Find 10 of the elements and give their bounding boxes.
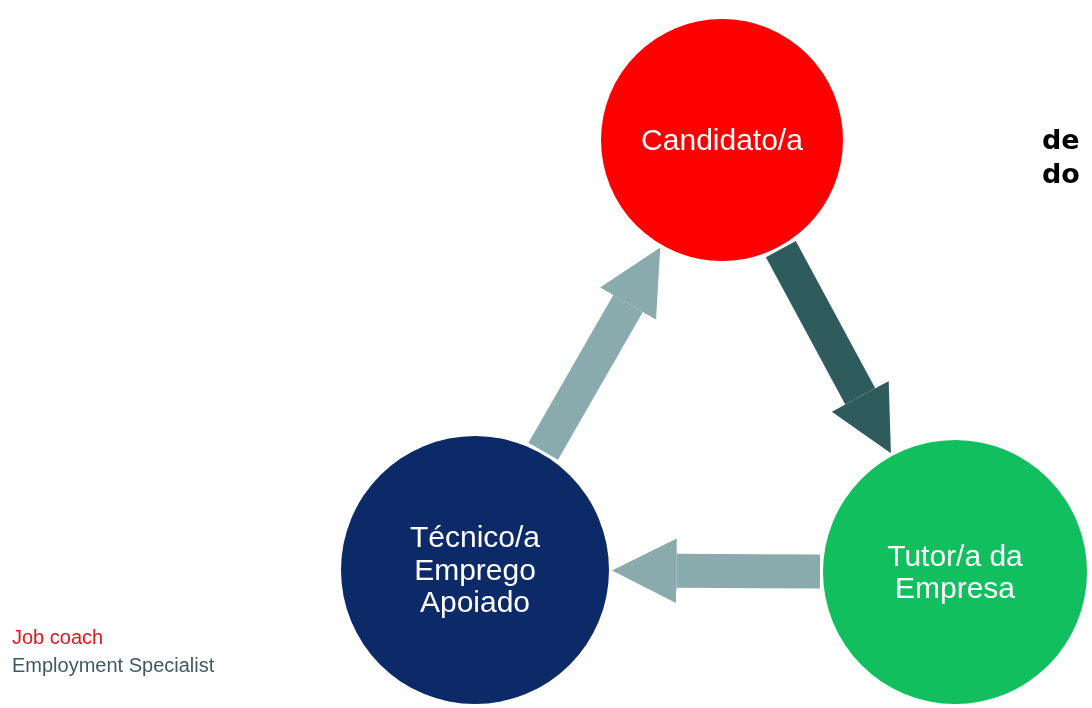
text-label: Job coach bbox=[12, 626, 104, 649]
text-label: do bbox=[1042, 158, 1080, 189]
node-label: Tutor/a da Empresa bbox=[886, 539, 1024, 605]
block-arrow bbox=[528, 247, 661, 460]
block-arrow bbox=[612, 538, 821, 604]
text-label: de bbox=[1042, 124, 1080, 155]
text-label: Employment Specialist bbox=[12, 654, 215, 677]
block-arrow bbox=[765, 241, 891, 454]
node-label: Candidato/a bbox=[640, 123, 804, 157]
node-label: Técnico/a Emprego Apoiado bbox=[408, 521, 542, 619]
